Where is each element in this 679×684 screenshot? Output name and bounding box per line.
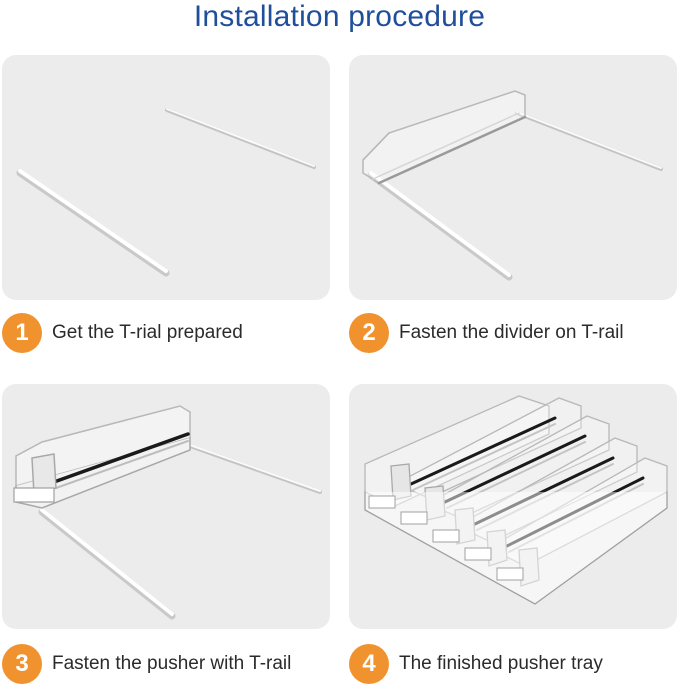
pusher-illustration: [13, 405, 322, 620]
step-1-number-badge: 1: [2, 313, 42, 353]
step-1-caption: 1 Get the T-rial prepared: [2, 313, 243, 353]
step-4-label: The finished pusher tray: [399, 653, 603, 674]
step-2-caption: 2 Fasten the divider on T-rail: [349, 313, 624, 353]
divider-illustration: [362, 90, 663, 281]
step-2-label: Fasten the divider on T-rail: [399, 322, 624, 343]
step-3-label: Fasten the pusher with T-rail: [52, 653, 292, 674]
step-3-image: [2, 384, 330, 629]
step-2-image: [349, 55, 677, 300]
step-1-image: [2, 55, 330, 300]
finished-tray-illustration: [364, 395, 668, 605]
step-3-caption: 3 Fasten the pusher with T-rail: [2, 644, 291, 684]
t-rails-illustration: [16, 108, 316, 277]
step-4-number-badge: 4: [349, 644, 389, 684]
step-4-image: [349, 384, 677, 629]
step-1-label: Get the T-rial prepared: [52, 322, 243, 343]
step-4-caption: 4 The finished pusher tray: [349, 644, 603, 684]
step-2-number-badge: 2: [349, 313, 389, 353]
page-title: Installation procedure: [193, 0, 486, 33]
step-3-number-badge: 3: [2, 644, 42, 684]
